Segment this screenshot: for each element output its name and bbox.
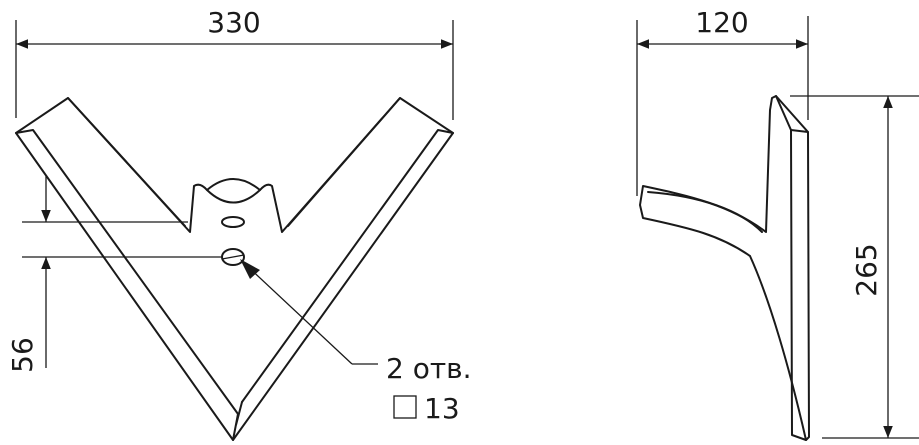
dimension-hole-offset-label: 56 <box>6 337 39 373</box>
right-wing-edge <box>241 129 454 403</box>
dimension-width: 330 <box>15 6 454 120</box>
side-blade-outline <box>639 95 810 441</box>
left-bevel-line <box>67 97 186 227</box>
dimension-height-label: 265 <box>850 243 883 296</box>
hole-count-label: 2 отв. <box>386 352 472 385</box>
blade-outline <box>15 97 454 441</box>
side-inner-curve <box>647 191 763 233</box>
right-bevel-line <box>287 97 401 227</box>
dimension-depth: 120 <box>636 6 809 196</box>
dimension-width-label: 330 <box>207 6 260 39</box>
hole-callout: 2 отв. 13 <box>240 259 472 425</box>
mounting-hole-upper <box>221 216 245 228</box>
left-wing-edge <box>15 129 239 415</box>
front-view <box>15 97 454 441</box>
hole-axis <box>221 254 245 260</box>
square-hole-symbol <box>393 395 417 419</box>
dimension-depth-label: 120 <box>695 6 748 39</box>
notch-arc <box>206 178 261 191</box>
square-hole-size-label: 13 <box>424 392 460 425</box>
side-bevel-top <box>790 129 809 133</box>
dimension-hole-offset: 56 <box>6 175 222 373</box>
blade-tip <box>232 401 243 441</box>
side-view <box>639 95 810 441</box>
dimension-height: 265 <box>790 95 919 439</box>
side-edge-face <box>775 95 807 441</box>
